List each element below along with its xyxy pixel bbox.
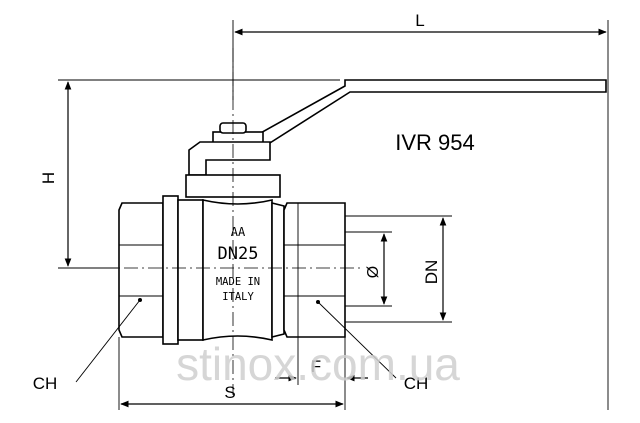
left-union [177,199,204,341]
marking-line-1: AA [231,225,246,239]
valve-body [100,48,360,395]
dimension-DN-label: DN [422,260,441,285]
dimension-S: S [118,337,346,410]
marking-line-4: ITALY [222,291,254,303]
bore-diameter: Ø [345,231,392,307]
model-label: IVR 954 [395,130,475,155]
ch-left-callout: CH [33,298,142,393]
ch-left-leader-dot [138,298,142,302]
watermark: stinox.com.ua [176,338,460,390]
left-hex-end [118,202,164,338]
ch-right-leader [317,301,397,379]
diameter-symbol: Ø [365,266,382,278]
dimension-DN: DN [345,215,452,323]
dimension-L-label: L [415,11,424,30]
ch-left-leader [75,299,141,383]
dimension-S-label: S [224,383,235,402]
lever-bracket [188,141,271,176]
center-body [202,198,273,342]
lever-arm [246,79,607,149]
ch-left-label: CH [33,374,58,393]
body-marking: AA DN25 MADE IN ITALY [216,225,260,303]
ch-right-callout: CH [316,300,428,393]
marking-line-3: MADE IN [216,276,260,288]
ch-right-label: CH [404,374,429,393]
dimension-H-label: H [39,172,58,184]
right-neck [271,201,285,339]
dimension-F-label: F [311,357,321,376]
left-collar [162,195,179,345]
marking-line-2: DN25 [218,244,259,264]
ch-right-leader-dot [316,300,320,304]
dimension-F: F [275,337,368,385]
right-hex-end [283,202,346,338]
